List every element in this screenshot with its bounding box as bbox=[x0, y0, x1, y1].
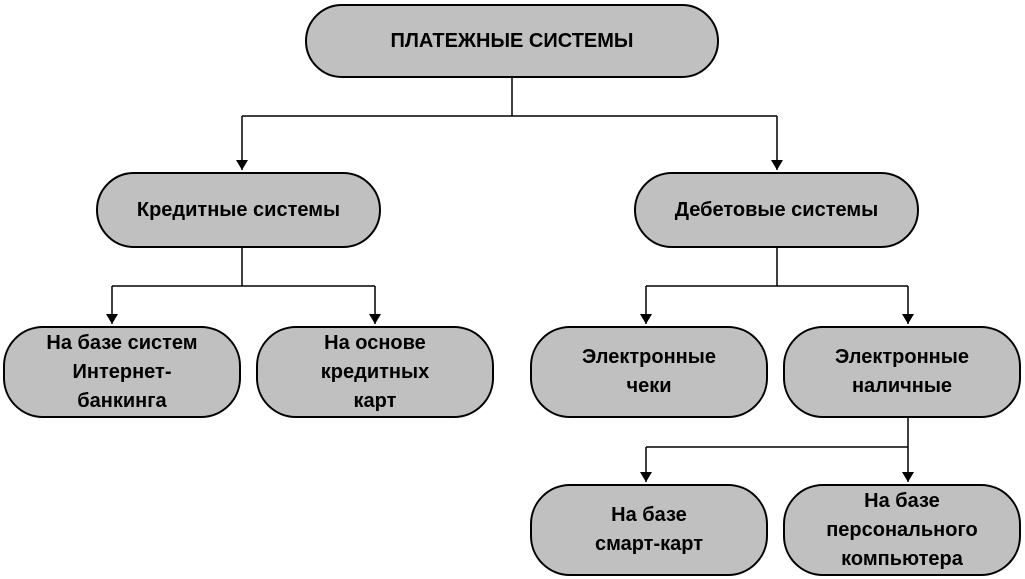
debit-systems-node: Дебетовые системы bbox=[634, 172, 919, 248]
e-cash-node: Электронные наличные bbox=[783, 326, 1021, 418]
internet-banking-node: На базе систем Интернет- банкинга bbox=[3, 326, 241, 418]
credit-systems-label: Кредитные системы bbox=[136, 198, 341, 221]
credit-cards-node: На основе кредитных карт bbox=[256, 326, 494, 418]
e-checks-label: Электронные чеки bbox=[582, 346, 716, 397]
internet-banking-label: На базе систем Интернет- банкинга bbox=[46, 331, 198, 412]
credit-systems-node: Кредитные системы bbox=[96, 172, 381, 248]
smart-cards-node: На базе смарт-карт bbox=[530, 484, 768, 576]
e-cash-label: Электронные наличные bbox=[835, 346, 969, 397]
personal-computer-node: На базе персонального компьютера bbox=[783, 484, 1021, 576]
debit-systems-label: Дебетовые системы bbox=[674, 198, 879, 221]
e-checks-node: Электронные чеки bbox=[530, 326, 768, 418]
credit-cards-label: На основе кредитных карт bbox=[320, 331, 430, 412]
root-label: ПЛАТЕЖНЫЕ СИСТЕМЫ bbox=[390, 29, 634, 52]
personal-computer-label: На базе персонального компьютера bbox=[826, 489, 978, 570]
root-node: ПЛАТЕЖНЫЕ СИСТЕМЫ bbox=[305, 4, 719, 78]
smart-cards-label: На базе смарт-карт bbox=[594, 504, 704, 555]
